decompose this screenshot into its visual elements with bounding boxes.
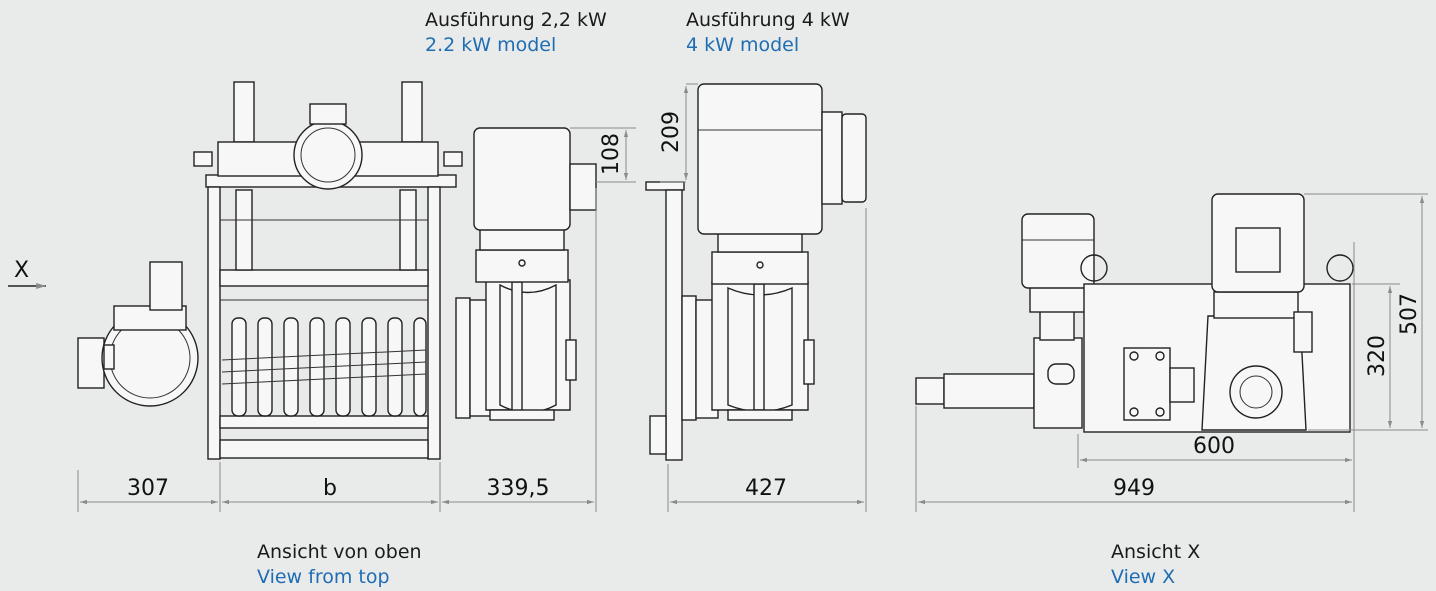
dim-949: 949 <box>1113 476 1155 501</box>
dimension-lines <box>77 83 1428 512</box>
caption-top-view-de: Ansicht von oben <box>257 541 422 563</box>
caption-model-4kw-de: Ausführung 4 kW <box>686 9 850 31</box>
view-x-marker: X <box>8 258 46 289</box>
caption-top-view-en: View from top <box>257 566 390 588</box>
caption-view-x-de: Ansicht X <box>1111 541 1201 563</box>
caption-view-x-en: View X <box>1111 566 1176 588</box>
caption-model-22kw-en: 2.2 kW model <box>425 34 557 56</box>
dim-b: b <box>323 476 337 501</box>
dim-320: 320 <box>1365 335 1390 377</box>
caption-model-22kw: Ausführung 2,2 kW 2.2 kW model <box>425 8 607 58</box>
caption-model-4kw: Ausführung 4 kW 4 kW model <box>686 8 850 58</box>
top-view-drawing <box>77 81 597 460</box>
dim-507: 507 <box>1397 293 1422 335</box>
dimension-labels: 307 b 339,5 427 949 600 209 108 320 507 <box>127 111 1422 501</box>
view-x-marker-label: X <box>14 258 29 283</box>
caption-model-22kw-de: Ausführung 2,2 kW <box>425 9 607 31</box>
caption-top-view: Ansicht von oben View from top <box>257 540 422 590</box>
dim-108: 108 <box>599 133 624 175</box>
dim-427: 427 <box>745 476 787 501</box>
dim-339-5: 339,5 <box>487 476 550 501</box>
caption-model-4kw-en: 4 kW model <box>686 34 800 56</box>
dim-209: 209 <box>659 111 684 153</box>
caption-view-x: Ansicht X View X <box>1111 540 1200 590</box>
dim-307: 307 <box>127 476 169 501</box>
view-x-drawing <box>915 193 1354 433</box>
dim-600: 600 <box>1193 434 1235 459</box>
side-view-4kw-drawing <box>645 83 867 461</box>
